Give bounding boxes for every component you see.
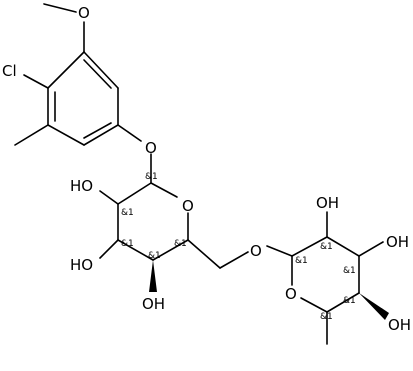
glc-c5-c6-bond	[187, 239, 221, 269]
stereo-rha-c4: &1	[343, 296, 356, 306]
stereo-glc-c3: &1	[121, 239, 134, 249]
chlorine-label: Cl	[2, 62, 17, 80]
methoxy-group	[43, 3, 85, 53]
stereo-rha-c5: &1	[320, 312, 333, 322]
glycosidic-oxygen-label: O	[250, 242, 262, 260]
cl-bond	[23, 74, 49, 89]
rha-c3-hydroxyl-label: OH	[386, 233, 409, 251]
stereo-glc-c4: &1	[148, 251, 161, 261]
aryl-ether-bond	[117, 124, 142, 142]
stereo-rha-c1: &1	[295, 256, 308, 266]
stereo-glc-c5: &1	[174, 239, 187, 249]
glc-c2-oh-bond	[99, 190, 119, 205]
stereo-glc-c2: &1	[121, 208, 134, 218]
aryl-methyl-bond	[14, 124, 49, 146]
glc-c3-hydroxyl-label: HO	[70, 256, 93, 274]
rhamnose-ring	[266, 236, 360, 313]
glucose-ring-oxygen-label: O	[182, 197, 194, 215]
glc-c6-o-bond	[219, 251, 249, 269]
glc-c2-hydroxyl-label: HO	[70, 177, 93, 195]
rha-c4-hydroxyl-label: OH	[388, 316, 411, 334]
rha-c4-oh-wedge	[359, 293, 389, 320]
rha-c3-oh-bond	[358, 241, 384, 257]
stereo-glc-c1: &1	[145, 172, 158, 182]
glc-c4-hydroxyl-label: OH	[142, 295, 165, 313]
aromatic-ring	[47, 51, 119, 146]
aryl-ether-oxygen-label: O	[145, 139, 157, 157]
stereo-rha-c2: &1	[320, 242, 333, 252]
glc-c4-oh-wedge	[149, 260, 157, 292]
methoxy-oxygen-label: O	[78, 4, 90, 22]
glucose-ring	[117, 153, 189, 261]
rhamnose-ring-oxygen-label: O	[285, 285, 297, 303]
rha-c2-hydroxyl-label: OH	[316, 194, 339, 212]
stereo-rha-c3: &1	[343, 266, 356, 276]
glc-c3-oh-bond	[99, 239, 119, 259]
